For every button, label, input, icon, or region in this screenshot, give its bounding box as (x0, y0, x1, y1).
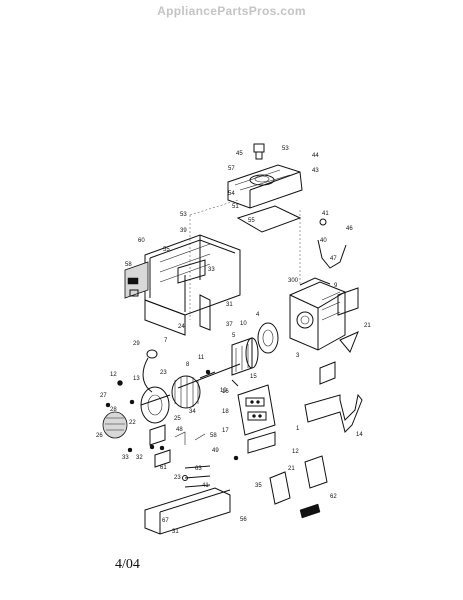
callout-label: 23 (174, 475, 181, 481)
callout-label: 60 (138, 238, 145, 244)
callout-label: 31 (226, 302, 233, 308)
engine-adapter (257, 322, 279, 354)
callout-label: 37 (226, 322, 233, 328)
callout-labels: 45 53 44 57 43 54 51 55 41 46 40 47 53 3… (96, 146, 371, 535)
callout-label: 57 (228, 166, 235, 172)
brush-bracket (149, 424, 206, 446)
callout-label: 67 (162, 518, 169, 524)
end-cover (102, 411, 128, 439)
callout-label: 46 (346, 226, 353, 232)
screw (231, 379, 239, 461)
callout-label: 12 (110, 372, 117, 378)
callout-label: 33 (208, 267, 215, 273)
callout-label: 45 (236, 151, 243, 157)
callout-label: 23 (160, 370, 167, 376)
callout-label: 39 (180, 228, 187, 234)
callout-label: 22 (129, 420, 136, 426)
callout-label: 54 (228, 191, 235, 197)
callout-label: 27 (100, 393, 107, 399)
callout-label: 21 (288, 466, 295, 472)
callout-label: 58 (125, 262, 132, 268)
callout-label: 56 (240, 517, 247, 523)
callout-label: 13 (133, 376, 140, 382)
callout-label: 61 (160, 465, 167, 471)
callout-label: 19 (220, 388, 227, 394)
callout-label: 62 (330, 494, 337, 500)
callout-label: 31 (172, 529, 179, 535)
callout-label: 7 (164, 338, 168, 344)
rotor (231, 337, 259, 376)
callout-label: 4 (256, 312, 260, 318)
callout-label: 43 (312, 168, 319, 174)
callout-label: 26 (96, 433, 103, 439)
callout-label: 47 (330, 256, 337, 262)
muffler (337, 287, 359, 316)
end-bell (140, 386, 171, 424)
callout-label: 25 (174, 416, 181, 422)
callout-label: 28 (110, 407, 117, 413)
callout-label: 11 (198, 355, 205, 361)
callout-label: 300 (288, 278, 299, 284)
callout-label: 44 (312, 153, 319, 159)
callout-label: 34 (189, 409, 196, 415)
callout-label: 41 (322, 211, 329, 217)
wheel-kit-manual (269, 455, 328, 505)
callout-label: 3 (296, 353, 300, 359)
callout-label: 14 (356, 432, 363, 438)
callout-label: 33 (122, 455, 129, 461)
callout-label: 55 (163, 247, 170, 253)
callout-label: 5 (232, 333, 236, 339)
callout-label: 12 (292, 449, 299, 455)
callout-label: 32 (136, 455, 143, 461)
callout-label: 29 (133, 341, 140, 347)
callout-label: 17 (222, 428, 229, 434)
callout-label: 53 (180, 212, 187, 218)
callout-label: 41 (202, 483, 209, 489)
engine (289, 277, 346, 351)
callout-label: 21 (364, 323, 371, 329)
callout-label: 24 (178, 324, 185, 330)
wire-harness (142, 349, 158, 393)
callout-label: 8 (186, 362, 190, 368)
frame (144, 234, 241, 336)
small-hardware (105, 369, 211, 453)
callout-label: 18 (222, 409, 229, 415)
fuel-cap (253, 143, 265, 160)
callout-label: 16 (222, 389, 229, 395)
fuel-tank (227, 164, 303, 209)
callout-label: 1 (296, 426, 300, 432)
through-bolt (177, 363, 241, 389)
callout-label: 51 (232, 204, 239, 210)
callout-label: 53 (282, 146, 289, 152)
callout-label: 49 (212, 448, 219, 454)
vibration-mounts (182, 465, 211, 488)
axle-bracket (304, 393, 363, 433)
watermark: AppliancePartsPros.com (157, 4, 306, 18)
callout-label: 15 (250, 374, 257, 380)
callout-label: 35 (255, 483, 262, 489)
control-panel (124, 261, 149, 299)
callout-label: 9 (334, 283, 338, 289)
callout-label: 58 (210, 433, 217, 439)
handle (144, 487, 231, 535)
spark-plug-wrench (299, 503, 321, 519)
mount-bracket (154, 449, 171, 468)
callout-label: 48 (176, 427, 183, 433)
stator (171, 375, 201, 409)
fuel-line (317, 218, 347, 269)
outlet-panel (237, 384, 276, 436)
frame-leg (199, 294, 211, 331)
callout-label: 63 (195, 466, 202, 472)
callout-label: 10 (240, 321, 247, 327)
callout-label: 55 (248, 218, 255, 224)
engine-mount (319, 331, 359, 385)
outlet-panel-bracket (247, 431, 276, 454)
revision-date: 4/04 (115, 557, 140, 572)
callout-label: 40 (320, 238, 327, 244)
